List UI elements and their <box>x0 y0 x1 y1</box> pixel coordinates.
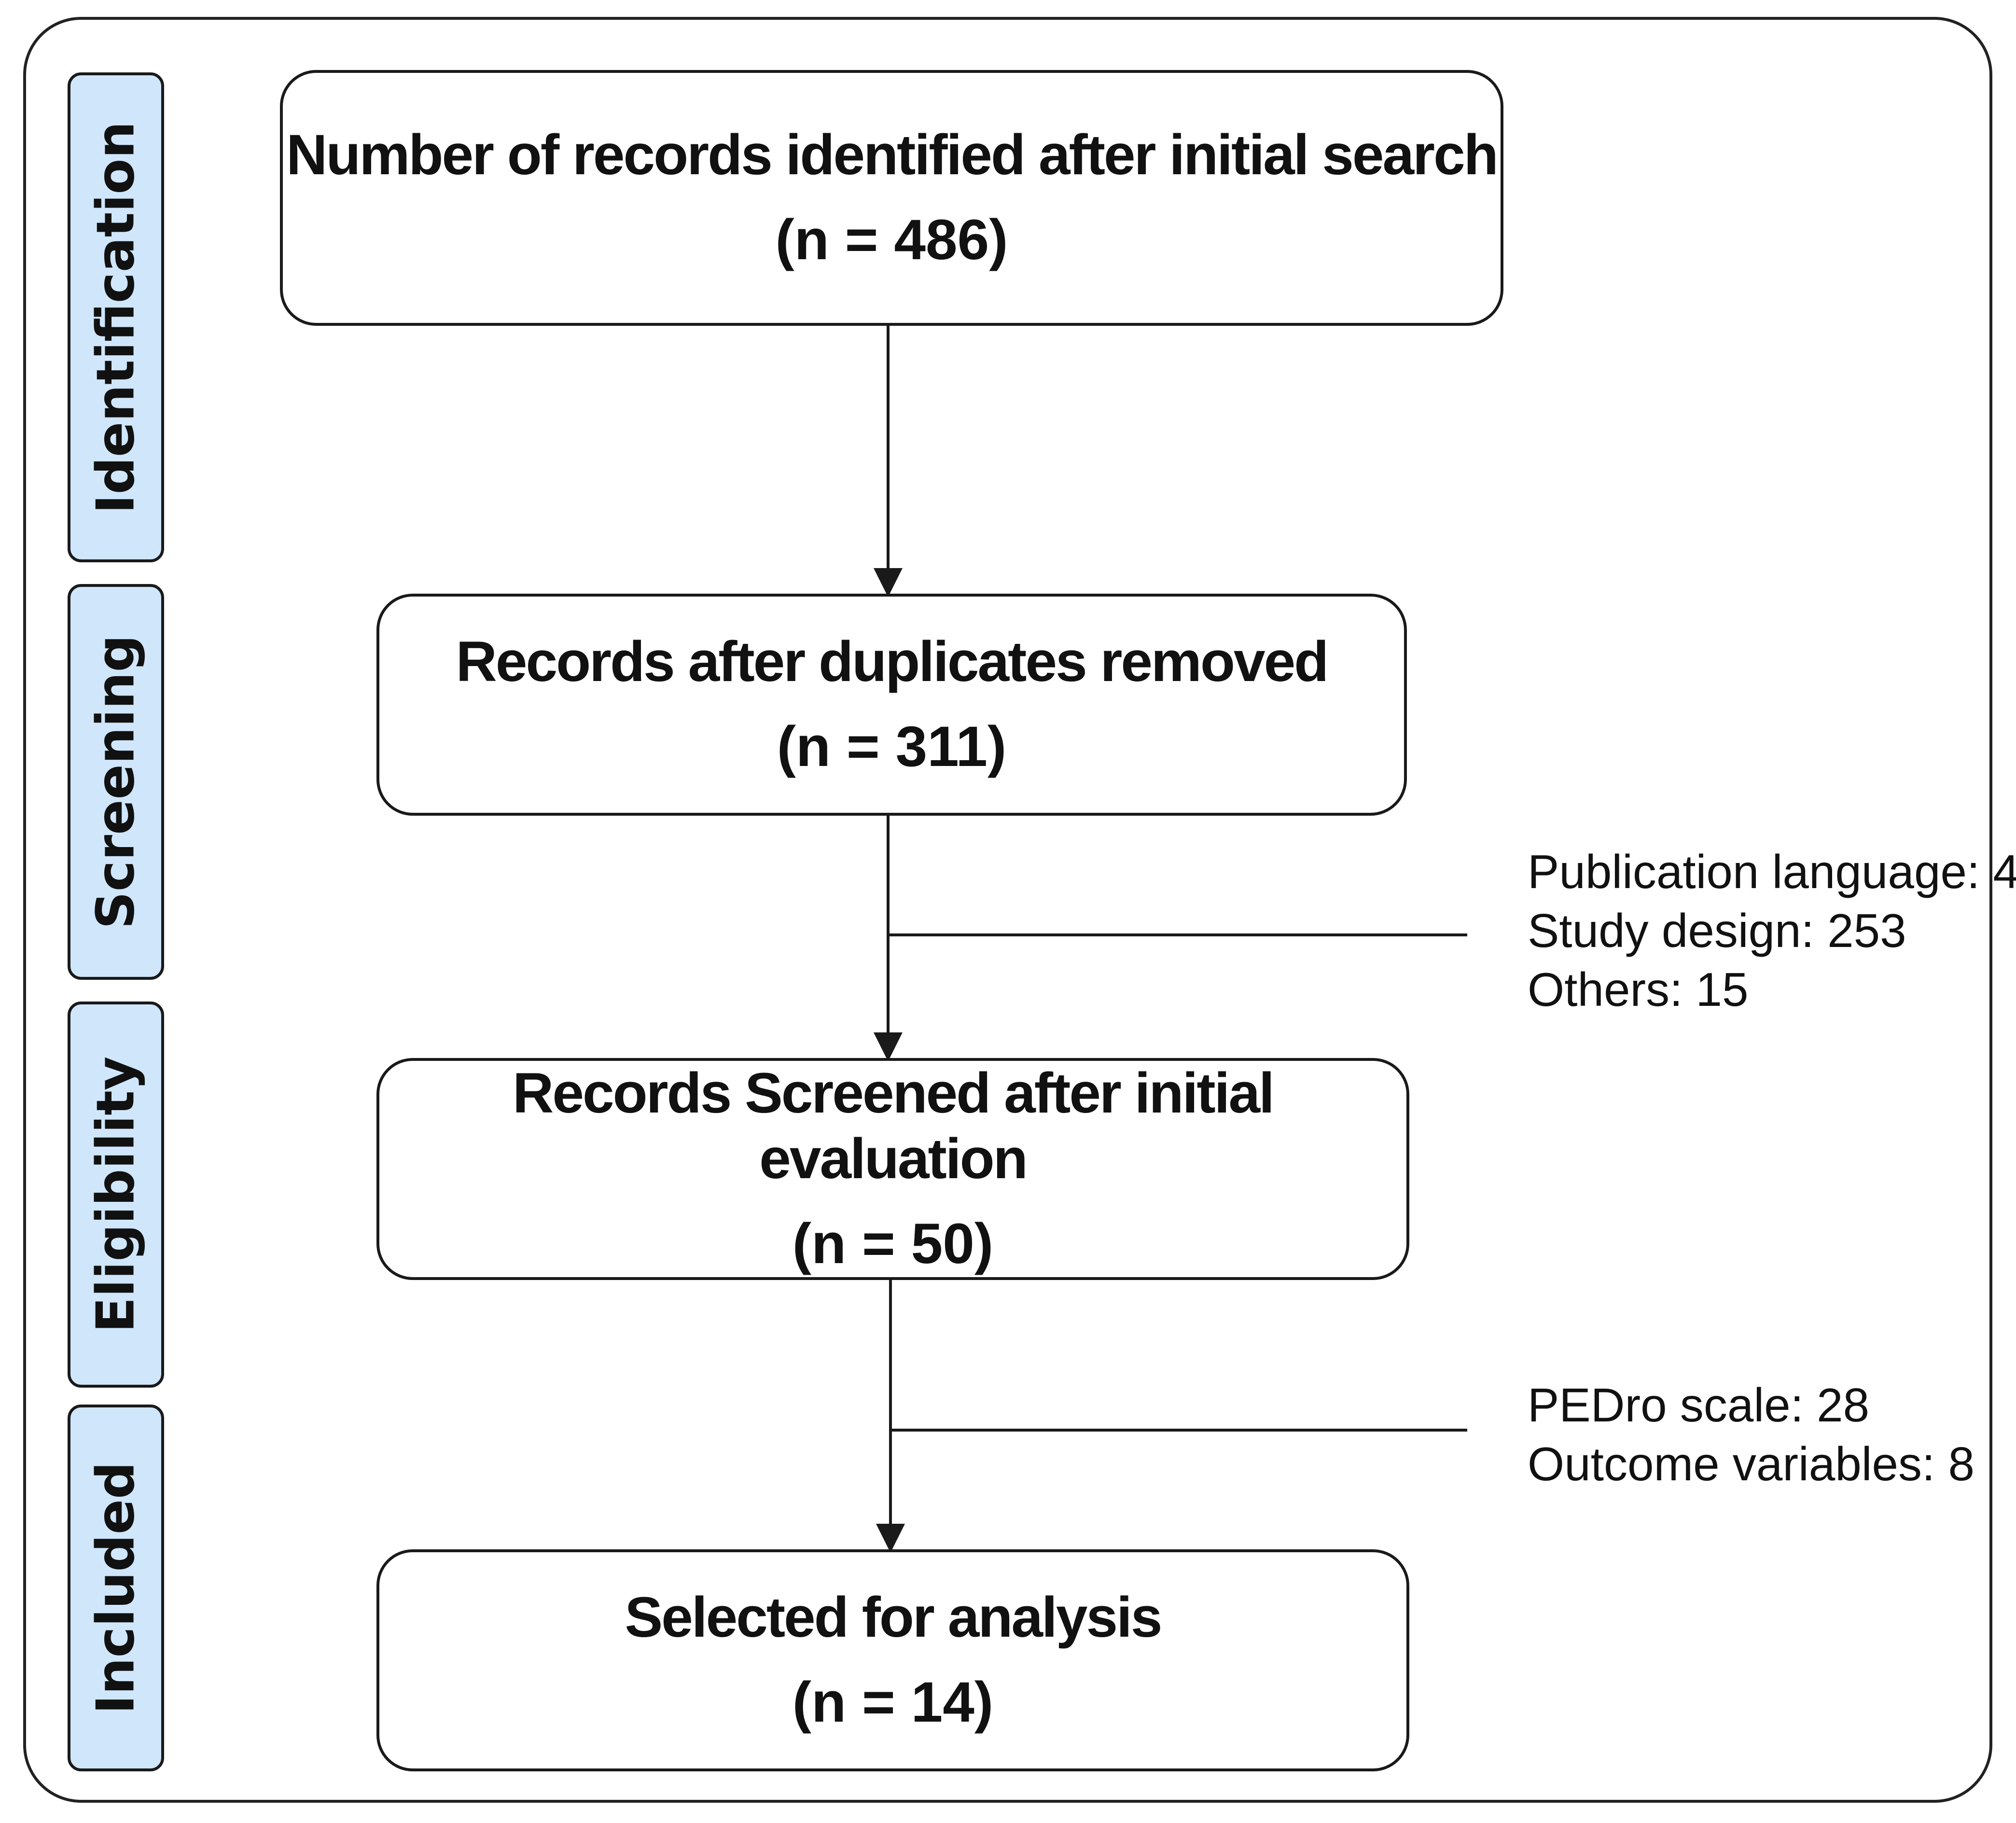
stage-included: Included <box>68 1405 164 1771</box>
box-identified-title: Number of records identified after initi… <box>286 123 1499 187</box>
box-screened-count: (n = 50) <box>792 1211 994 1276</box>
stage-eligibility: Eligibility <box>68 1002 164 1388</box>
exclusion-others: Others: 15 <box>1528 963 1749 1016</box>
box-records-identified: Number of records identified after initi… <box>280 70 1503 326</box>
box-deduplicated-count: (n = 311) <box>777 715 1007 779</box>
diagram-frame <box>23 17 1992 1803</box>
screening-exclusions: Publication language: 43 Study design: 2… <box>1528 842 2016 1019</box>
box-identified-count: (n = 486) <box>775 208 1008 272</box>
box-records-screened: Records Screened after initial evaluatio… <box>376 1058 1409 1280</box>
box-selected-count: (n = 14) <box>792 1670 994 1734</box>
eligibility-exclusions: PEDro scale: 28 Outcome variables: 8 <box>1528 1376 1974 1493</box>
box-selected-for-analysis: Selected for analysis (n = 14) <box>376 1549 1409 1771</box>
box-deduplicated-title: Records after duplicates removed <box>456 630 1329 694</box>
exclusion-publication-language: Publication language: 43 <box>1528 845 2016 898</box>
exclusion-pedro-scale: PEDro scale: 28 <box>1528 1378 1870 1432</box>
box-selected-title: Selected for analysis <box>625 1586 1162 1650</box>
stage-screening: Screening <box>68 584 164 980</box>
box-screened-title: Records Screened after initial evaluatio… <box>513 1061 1275 1191</box>
exclusion-study-design: Study design: 253 <box>1528 904 1906 957</box>
stage-identification: Identification <box>68 72 164 562</box>
box-records-deduplicated: Records after duplicates removed (n = 31… <box>376 594 1407 816</box>
exclusion-outcome-variables: Outcome variables: 8 <box>1528 1437 1974 1490</box>
